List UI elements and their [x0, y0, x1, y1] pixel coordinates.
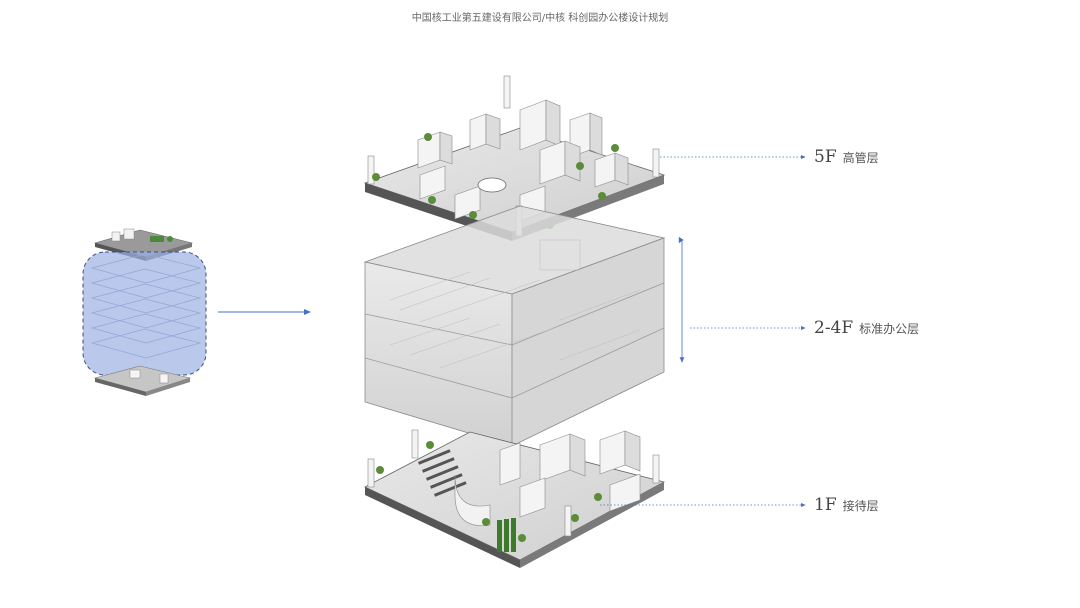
- building-thumbnail: [82, 228, 207, 396]
- leader-lines: [600, 154, 806, 508]
- label-5f-level: 5F: [814, 147, 837, 167]
- page-title: 中国核工业第五建设有限公司/中核 科创园办公楼设计规划: [411, 13, 669, 24]
- label-5f-desc: 高管层: [842, 151, 879, 165]
- floor-1f-plan: [364, 429, 666, 568]
- label-2-4f-level: 2-4F: [814, 318, 854, 338]
- floors-2-4-stack: [363, 205, 666, 447]
- highlight-envelope: [82, 251, 207, 376]
- label-1f-level: 1F: [814, 495, 837, 515]
- label-2-4f-desc: 标准办公层: [859, 322, 920, 336]
- label-5f: 5F 高管层: [814, 147, 879, 167]
- label-2-4f: 2-4F 标准办公层: [814, 318, 919, 338]
- label-1f-desc: 接待层: [842, 499, 879, 513]
- label-1f: 1F 接待层: [814, 495, 879, 515]
